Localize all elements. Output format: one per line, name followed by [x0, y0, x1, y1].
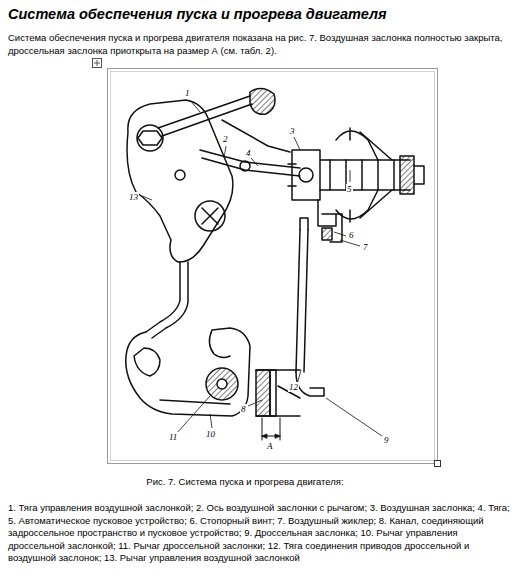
leader-line [340, 240, 360, 246]
leader-line [334, 232, 346, 236]
figure-frame [93, 59, 102, 68]
callout-number: 12 [288, 382, 299, 392]
callout-number: 7 [362, 242, 369, 252]
figure-caption: Рис. 7. Система пуска и прогрева двигате… [95, 476, 395, 487]
figure-frame [435, 461, 441, 467]
callout-number: 11 [168, 432, 178, 442]
callout-number: 10 [205, 429, 216, 439]
mechanism-drawing [262, 418, 280, 440]
mechanism-drawing [240, 161, 250, 171]
mechanism-drawing [217, 379, 227, 389]
leader-line [210, 414, 212, 428]
callout-number: 6 [348, 230, 355, 240]
leader-line [142, 196, 152, 200]
mechanism-drawing [256, 370, 300, 416]
mechanism-drawing [195, 201, 225, 231]
callout-number: 9 [383, 435, 390, 445]
dimension-label: А [266, 441, 274, 451]
mechanism-drawing [146, 262, 188, 338]
callout-number: 13 [128, 192, 139, 202]
callout-number: 1 [184, 88, 191, 98]
figure-frame [111, 72, 435, 461]
mechanism-drawing [270, 370, 276, 416]
leader-line [190, 100, 200, 112]
figure-frame [108, 69, 438, 464]
mechanism-drawing [414, 166, 424, 184]
leader-line [142, 100, 382, 436]
mechanism-drawing [320, 160, 410, 190]
mechanism-drawing [137, 125, 163, 151]
intro-paragraph: Система обеспечения пуска и прогрева дви… [8, 32, 508, 57]
leader-line [251, 158, 258, 166]
page-title: Система обеспечения пуска и прогрева дви… [8, 6, 386, 22]
mechanism-drawing [296, 372, 324, 396]
mechanism-drawing [400, 156, 414, 194]
figure-frame [93, 59, 441, 467]
mechanism-drawing [160, 400, 230, 404]
parts-list: 1. Тяга управления воздушной заслонкой; … [8, 502, 510, 565]
mechanism-drawing [222, 120, 290, 152]
callout-number: 5 [346, 184, 353, 194]
mechanism-drawing [250, 88, 275, 114]
mechanism-drawing [127, 100, 233, 262]
mechanism-drawing [202, 208, 218, 224]
mechanism-drawing [292, 150, 320, 200]
mechanism-drawing [300, 218, 308, 230]
mechanism-drawing [360, 132, 392, 218]
mechanism-drawing [322, 228, 332, 240]
leader-line [248, 400, 262, 406]
mechanism-drawing [349, 128, 351, 222]
mechanism-drawing [138, 131, 162, 145]
figure-frame [94, 60, 100, 66]
mechanism-drawing [175, 170, 185, 180]
mechanism-drawing [126, 328, 250, 416]
leader-line [326, 398, 382, 436]
mechanism-drawing [262, 434, 280, 438]
leader-line [294, 137, 300, 150]
mechanism-drawing [318, 200, 342, 242]
callout-number: 2 [222, 134, 229, 144]
mechanism-drawing [126, 88, 424, 440]
mechanism-drawing [256, 370, 270, 416]
mechanism-drawing [299, 168, 313, 182]
callout-number: 3 [289, 126, 296, 136]
callout-number: 8 [240, 404, 247, 414]
callout-number: 4 [245, 148, 252, 158]
leader-line [224, 146, 226, 158]
mechanism-drawing [330, 160, 394, 190]
mechanism-drawing [134, 348, 160, 376]
mechanism-drawing [336, 131, 378, 219]
mechanism-drawing [206, 368, 238, 400]
mechanism-drawing [296, 230, 308, 372]
leader-line [350, 170, 351, 182]
mechanism-drawing [158, 96, 252, 136]
mechanism-drawing [288, 164, 296, 186]
